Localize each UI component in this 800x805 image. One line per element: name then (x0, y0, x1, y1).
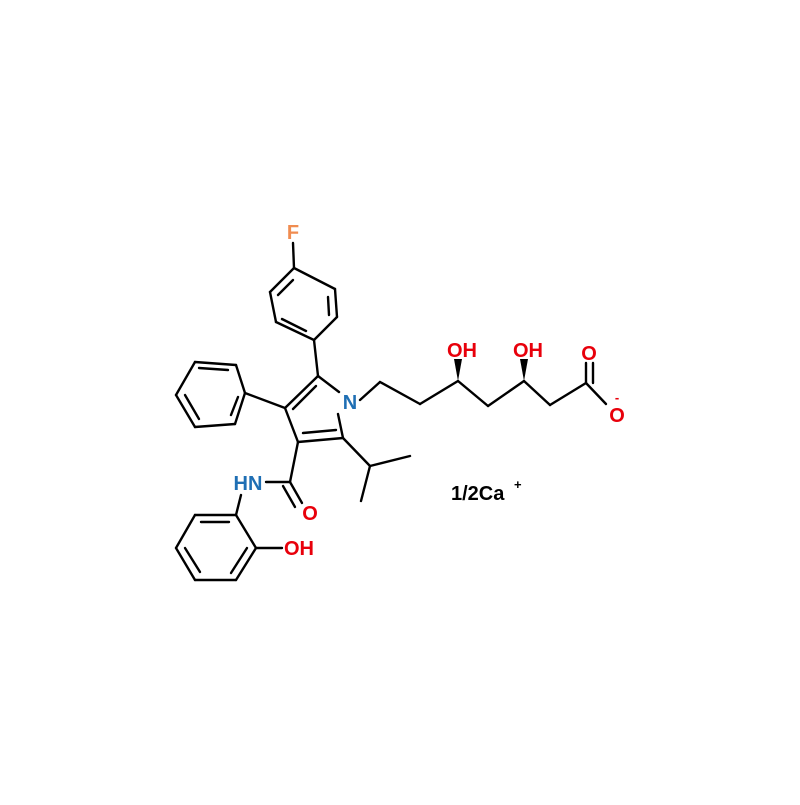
bond (193, 422, 237, 429)
bond (229, 546, 249, 575)
bond (486, 379, 526, 408)
bond (234, 546, 258, 582)
bond (368, 454, 412, 468)
bond (174, 546, 197, 582)
fluorine-atom: F (287, 222, 299, 244)
stereo-wedges (454, 359, 528, 381)
bond (197, 366, 230, 372)
bond (268, 290, 278, 324)
bond (174, 360, 197, 397)
bond (280, 317, 308, 333)
calcium-charge: + (514, 477, 522, 492)
bond (326, 295, 331, 317)
bond (183, 393, 201, 421)
bond (268, 266, 296, 294)
bond (283, 374, 320, 410)
bonds (174, 241, 608, 582)
bond (234, 513, 258, 550)
counterion: 1/2Ca + (451, 477, 522, 505)
bond (174, 393, 197, 429)
bond (301, 428, 338, 435)
wedge-bond (454, 359, 462, 381)
bond (193, 360, 238, 367)
bond (234, 363, 247, 395)
carbonyl-oxygen-atom: O (581, 343, 597, 365)
carboxylate-oxygen-atom: O (609, 405, 625, 427)
bond (548, 381, 588, 407)
calcium-counterion: 1/2Ca (451, 483, 505, 505)
bond (341, 436, 372, 468)
wedge-bond (520, 359, 528, 381)
bond (288, 440, 300, 484)
atom-labels: F N OH OH O O - HN O OH (234, 222, 625, 560)
hydroxyl-group-1: OH (447, 340, 477, 362)
bond (183, 546, 202, 574)
bond (312, 315, 339, 342)
bond (174, 513, 197, 550)
bond (229, 395, 240, 417)
bond (243, 391, 287, 410)
pyrrole-nitrogen-atom: N (343, 392, 357, 414)
bond (378, 380, 422, 406)
bond (336, 412, 345, 440)
bond (296, 436, 345, 444)
bond (316, 374, 341, 394)
carboxylate-charge: - (615, 390, 619, 405)
bond (292, 266, 337, 291)
bond (358, 380, 382, 402)
amide-nh-group: HN (234, 473, 263, 495)
bond (312, 338, 320, 378)
bond (276, 278, 295, 297)
bond (418, 379, 460, 406)
hydroxyl-group-2: OH (513, 340, 543, 362)
phenol-hydroxyl-group: OH (284, 538, 314, 560)
bond (333, 287, 339, 319)
bond (291, 241, 296, 270)
bond (283, 406, 300, 444)
bond (274, 320, 316, 342)
bond (522, 379, 552, 407)
bond (359, 464, 372, 503)
bond (584, 381, 608, 406)
bond (291, 384, 318, 411)
bond (234, 493, 243, 517)
bond (233, 391, 247, 426)
amide-oxygen-atom: O (302, 503, 318, 525)
bond (281, 484, 297, 509)
bond (288, 480, 304, 505)
bond (456, 379, 490, 408)
